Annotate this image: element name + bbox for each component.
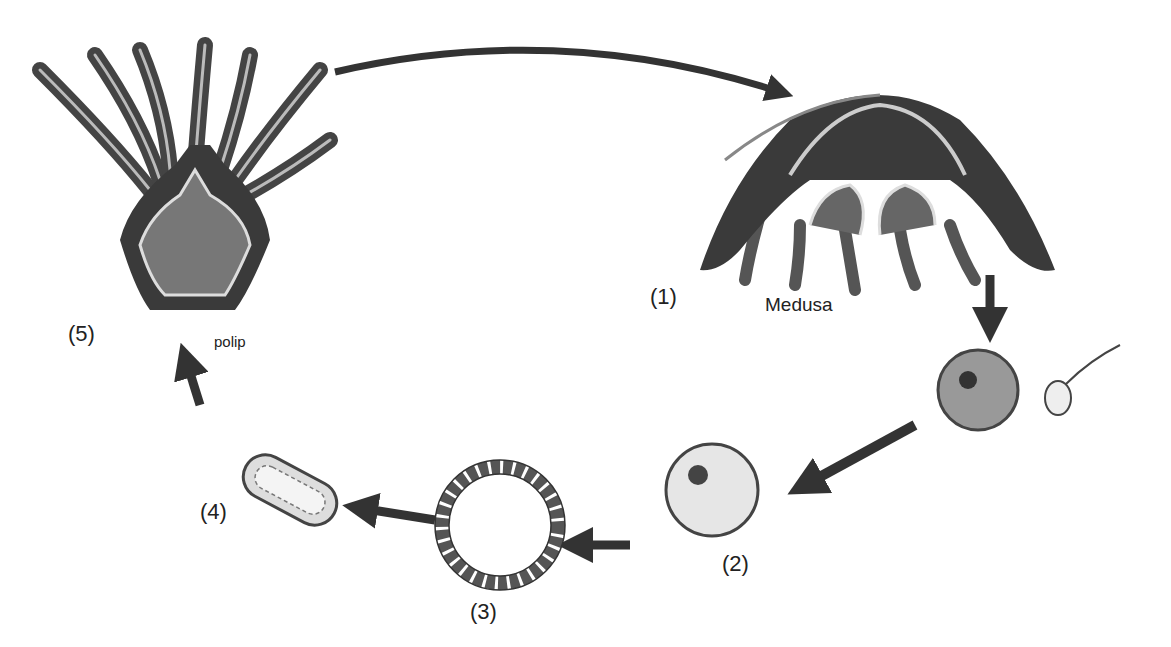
stage-label: polip bbox=[214, 334, 246, 351]
callout-number: (1) bbox=[650, 285, 677, 309]
callout-number: (4) bbox=[200, 500, 227, 524]
blastula-drawing bbox=[435, 460, 565, 590]
sperm-drawing bbox=[1045, 345, 1120, 415]
zygote-drawing bbox=[666, 444, 758, 536]
callout-number: (2) bbox=[722, 552, 749, 576]
callout-number: (5) bbox=[68, 322, 95, 346]
egg-drawing bbox=[938, 350, 1018, 430]
stage-label: Medusa bbox=[765, 295, 833, 316]
polyp-drawing bbox=[40, 45, 330, 310]
medusa-drawing bbox=[700, 95, 1055, 290]
callout-number: (3) bbox=[470, 600, 497, 624]
planula-drawing bbox=[236, 447, 345, 533]
